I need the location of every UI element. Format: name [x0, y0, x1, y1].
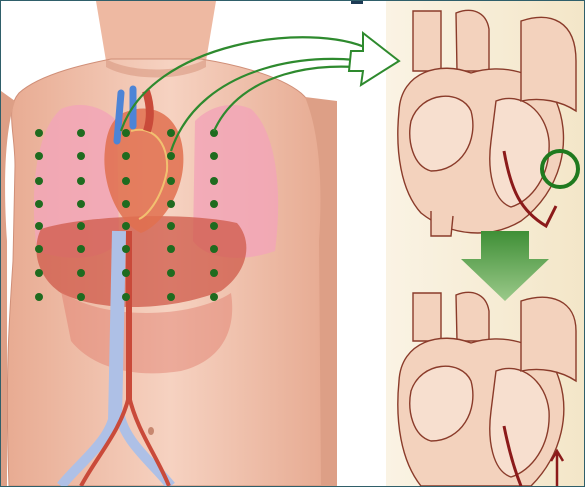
lead-dot — [122, 200, 130, 208]
lead-dot — [210, 245, 218, 253]
lead-dot — [35, 293, 43, 301]
top-edge-mark — [351, 1, 363, 4]
lead-dot — [77, 177, 85, 185]
lead-dot — [167, 152, 175, 160]
lead-dot — [167, 293, 175, 301]
lead-dot — [77, 293, 85, 301]
lead-dot — [35, 245, 43, 253]
lead-dot — [77, 200, 85, 208]
lead-dot — [122, 222, 130, 230]
lead-dot — [210, 200, 218, 208]
lead-dot — [167, 129, 175, 137]
lead-dot — [35, 200, 43, 208]
lead-dot — [35, 177, 43, 185]
lead-dot — [122, 177, 130, 185]
lead-dot — [122, 245, 130, 253]
lead-dot — [122, 129, 130, 137]
lead-dot — [167, 245, 175, 253]
lead-dot — [210, 152, 218, 160]
lead-dot — [77, 222, 85, 230]
lead-dot — [35, 222, 43, 230]
lead-dot — [77, 152, 85, 160]
lead-dot — [210, 222, 218, 230]
lead-dot — [122, 269, 130, 277]
lead-dot — [35, 152, 43, 160]
lead-dot — [77, 129, 85, 137]
lead-dot — [77, 245, 85, 253]
lead-dot — [210, 269, 218, 277]
lead-dot — [167, 222, 175, 230]
lead-dot — [35, 269, 43, 277]
lead-dot — [122, 293, 130, 301]
lead-dot — [167, 200, 175, 208]
lead-dot — [77, 269, 85, 277]
lead-dot — [167, 269, 175, 277]
lead-dot — [35, 129, 43, 137]
lead-dot — [210, 177, 218, 185]
lead-dot — [122, 152, 130, 160]
lead-dot — [210, 293, 218, 301]
heart-cross-section-bottom — [398, 292, 576, 486]
lead-dot — [167, 177, 175, 185]
